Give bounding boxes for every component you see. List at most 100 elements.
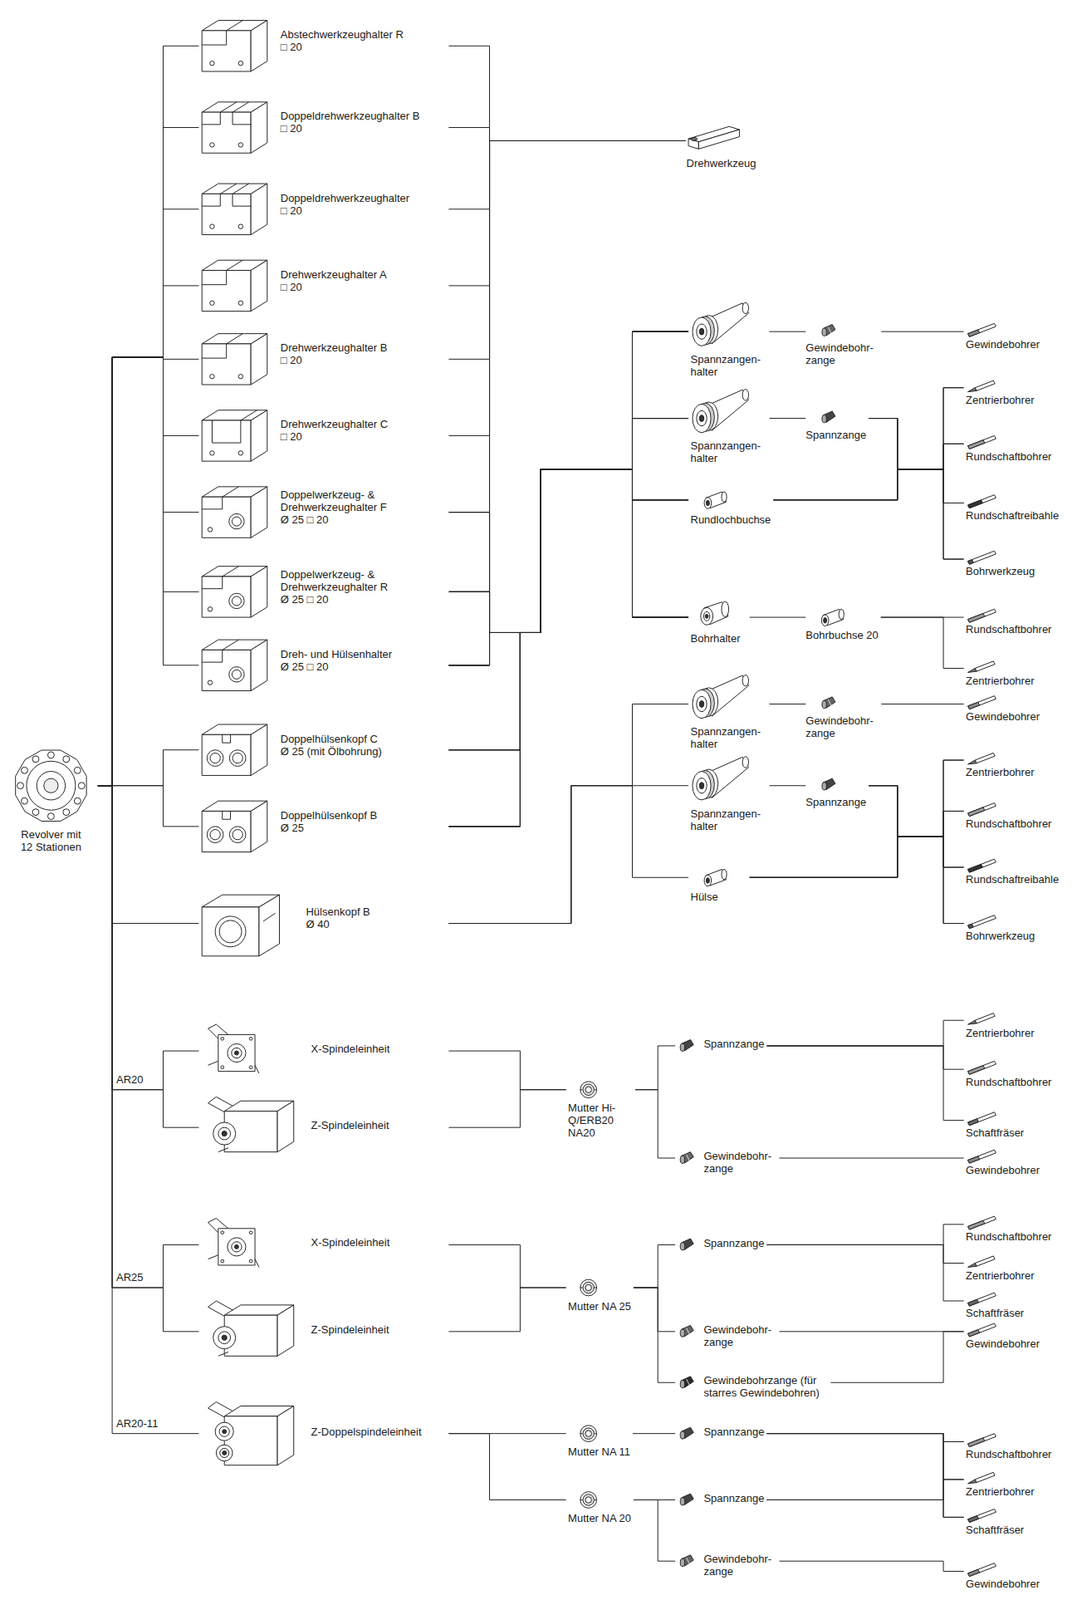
tool-shank	[968, 1562, 997, 1577]
bushing-face	[821, 614, 829, 627]
holder-front	[201, 193, 251, 235]
tool-holder: Drehwerkzeughalter B□ 20	[199, 325, 450, 393]
connector-line	[766, 1045, 964, 1121]
nut-notch	[580, 1287, 583, 1288]
text-group: Spannzange	[703, 1491, 764, 1504]
connector-line	[448, 140, 686, 436]
screw-hole	[238, 224, 243, 229]
text-group: Abstechwerkzeughalter R□ 20	[280, 28, 404, 54]
node-label: Bohrwerkzeug	[965, 564, 1035, 578]
connector-line	[449, 140, 686, 592]
node-label: Gewindebohr- zange	[805, 341, 879, 367]
node-label: Drehwerkzeughalter C	[280, 417, 388, 431]
collet-face	[822, 782, 827, 790]
cutting-tool: Zentrierbohrer	[964, 1009, 1067, 1041]
connector-line	[448, 140, 686, 359]
shank-end	[742, 756, 749, 769]
connector-line	[448, 140, 686, 665]
bushing-bore	[823, 617, 828, 623]
collet-holder: Spannzangen- halter	[688, 298, 769, 380]
node-label: Schaftfräser	[965, 1125, 1024, 1139]
collet: Gewindebohr- zange	[675, 1321, 779, 1350]
ch-icon	[692, 302, 750, 346]
tool-shank	[968, 323, 997, 337]
holder-side	[250, 333, 268, 385]
text-group: Drehwerkzeughalter C□ 20	[280, 417, 388, 443]
cutting-tool: Rundschaftreibahle	[964, 492, 1067, 524]
connector-line	[97, 785, 200, 1127]
collet: Spannzange	[805, 407, 869, 443]
tool-holder: Drehwerkzeughalter A□ 20	[199, 251, 450, 319]
connector-line	[749, 616, 807, 618]
connector-line	[881, 616, 965, 668]
connector-line	[449, 331, 689, 632]
holder-side	[250, 259, 268, 311]
sleeve-bore	[232, 752, 243, 763]
tool-slot	[226, 259, 244, 270]
collet-nut: Mutter Hi-Q/ERB20 NA20	[566, 1077, 636, 1141]
station-pocket	[73, 797, 81, 804]
nut-icon	[580, 1278, 598, 1296]
turret: Revolver mit 12 Stationen	[8, 744, 98, 860]
turret-hub	[36, 771, 65, 800]
tool-icon	[968, 752, 996, 764]
tool-shank	[968, 1322, 997, 1337]
tool-icon	[968, 435, 997, 449]
tool-shank	[968, 802, 997, 817]
nut-face	[582, 1427, 595, 1440]
text-group: Spannzange	[703, 1424, 764, 1438]
text-group: Gewindebohrer	[965, 1576, 1040, 1590]
tool-shank	[968, 435, 997, 449]
holder-front	[201, 649, 251, 691]
text-group: Z-Doppelspindeleinheit	[311, 1424, 422, 1438]
holder-side	[250, 800, 268, 852]
tool-slot	[201, 576, 223, 589]
tool-icon	[968, 660, 996, 673]
holder-icon	[201, 183, 268, 235]
housing-side	[277, 1404, 294, 1464]
tool-icon	[968, 1013, 996, 1025]
node-label: Spannzange	[703, 1424, 764, 1438]
tool-shank	[968, 1111, 997, 1126]
tool-slot	[201, 193, 221, 206]
connector-line	[766, 1498, 964, 1517]
node-label: Spannzange	[805, 428, 867, 441]
node-label: Spannzange	[805, 795, 867, 808]
tool-icon	[968, 608, 997, 622]
connector-line	[448, 1050, 566, 1090]
station-pocket	[21, 766, 29, 774]
node-label: Mutter NA 25	[567, 1299, 632, 1312]
connector-line	[448, 469, 689, 750]
nut-bore	[585, 1429, 592, 1436]
connector-line	[766, 1433, 964, 1518]
tool-holder: Abstechwerkzeughalter R□ 20	[199, 12, 450, 80]
spd-icon	[208, 1401, 294, 1465]
sleeve-bore	[210, 752, 221, 763]
connector-line	[448, 331, 689, 750]
housing-front	[224, 1415, 278, 1465]
sleeve-bore	[229, 666, 245, 682]
collet-seat	[696, 778, 707, 794]
tool-flute	[968, 701, 980, 709]
text-group: Z-Spindeleinheit	[311, 1118, 390, 1131]
node-label: Doppelhülsenkopf B	[280, 808, 377, 822]
station-pocket	[32, 808, 40, 816]
sleeve-bore	[229, 513, 245, 529]
node-label: □ 20	[280, 122, 421, 135]
spindle-unit: Z-Doppelspindeleinheit	[199, 1397, 450, 1471]
holder-icon	[201, 800, 268, 852]
connector-line	[449, 418, 689, 633]
tool-icon	[968, 494, 997, 509]
sleeve-bore	[229, 749, 246, 767]
node-label: Drehwerkzeughalter B	[280, 341, 388, 354]
collet-nut: Mutter NA 20	[566, 1488, 634, 1529]
col-icon	[822, 324, 836, 337]
text-group: Z-Spindeleinheit	[311, 1322, 390, 1336]
unit-group-label: AR20-11	[116, 1416, 158, 1430]
tool-slot	[220, 183, 237, 194]
tool-shank	[968, 858, 997, 872]
col-icon	[680, 1324, 694, 1337]
clamp-slot	[222, 734, 231, 743]
tool-shank	[968, 1292, 997, 1306]
